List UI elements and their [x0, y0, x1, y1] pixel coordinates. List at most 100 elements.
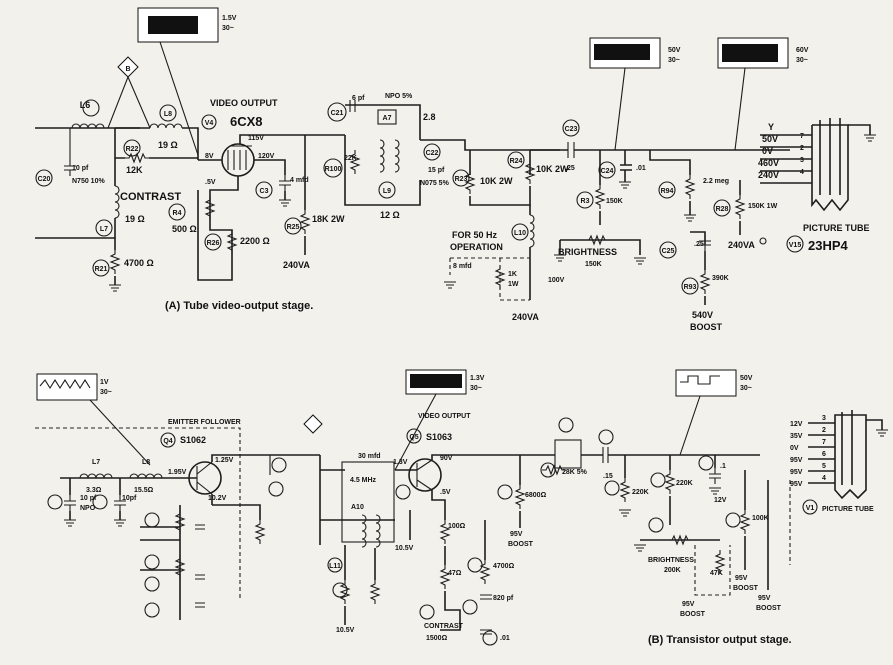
value-r23: 10K 2W [480, 176, 513, 186]
v95-boost-d: 95V [758, 595, 771, 602]
label-r4: R4 [173, 210, 182, 217]
label-r22: R22 [126, 146, 139, 153]
coil-l9-b [394, 139, 400, 173]
label-q5: Q5 [409, 434, 418, 441]
label-q4: Q4 [163, 438, 172, 445]
label-r25: R25 [287, 224, 300, 231]
label-l9: L9 [383, 188, 391, 195]
label-l8-bottom: L8 [142, 459, 150, 466]
svg-text:B: B [125, 66, 130, 73]
adjustable-a10 [341, 461, 395, 543]
label-r24: R24 [510, 158, 523, 165]
boost-b: BOOST [680, 611, 706, 618]
osc-top-2-volts: 50V [668, 47, 681, 54]
v5-label: .5V [205, 179, 216, 186]
v240b-label: 240VA [512, 312, 539, 322]
osc-top-1-freq: 30~ [222, 25, 234, 32]
value-r24: 10K 2W [536, 164, 569, 174]
label-a7: A7 [383, 115, 392, 122]
inductor-l10 [529, 214, 535, 248]
v95-boost-a: 95V [510, 531, 523, 538]
value-r47: 100K [752, 515, 769, 522]
picture-tube-top-pins: Y 50V 0V 460V 240V 7 2 3 4 [758, 122, 812, 184]
v105-bottom-a: 10.5V [336, 627, 355, 634]
value-c21: 6 pf [352, 95, 365, 102]
label-l10: L10 [514, 230, 526, 237]
oscillogram-bottom-1 [36, 373, 98, 401]
inductor-box-l11 [554, 439, 582, 469]
value-c3: 4 mfd [290, 177, 309, 184]
value-l9b: 2.8 [423, 112, 436, 122]
value-l8-bottom: 15.5Ω [134, 487, 154, 494]
picture-tube-bottom [834, 414, 867, 500]
label-c3: C3 [260, 188, 269, 195]
tube-v4 [221, 143, 255, 177]
value-c20b: N750 10% [72, 178, 105, 185]
label-brightness-top: BRIGHTNESS [558, 247, 617, 257]
picture-tube-top [811, 124, 849, 212]
svg-text:35V: 35V [790, 433, 803, 440]
svg-text:7: 7 [800, 133, 804, 140]
label-l7-bottom: L7 [92, 459, 100, 466]
svg-text:95V: 95V [790, 457, 803, 464]
label-l7: L7 [100, 226, 108, 233]
value-c51: .15 [603, 473, 613, 480]
v540-label: 540V [692, 310, 713, 320]
value-npo: NPO [80, 505, 96, 512]
value-r40: 47Ω [448, 570, 462, 577]
label-v1: V1 [806, 505, 815, 512]
q4-v125: 1.25V [215, 457, 234, 464]
q5-v13: 1.3V [393, 459, 408, 466]
tube-video-output-circuit: L6 C20 10 pf N750 10% L8 19 Ω R22 12K L7… [35, 7, 877, 332]
resistor-r100 [350, 149, 360, 175]
test-point-b-bottom [303, 414, 323, 434]
label-l8: L8 [164, 111, 172, 118]
caption-a: (A) Tube video-output stage. [165, 300, 313, 312]
value-r25: 18K 2W [312, 214, 345, 224]
value-r44: 28K 5% [562, 469, 588, 476]
resistor-r21 [110, 249, 120, 275]
value-1k: 1K [508, 271, 517, 278]
inductor-l8 [149, 123, 183, 129]
value-c20: 10 pf [72, 165, 89, 172]
value-r3b: 150K [585, 261, 602, 268]
value-r41: 4700Ω [493, 563, 515, 570]
svg-text:0V: 0V [790, 445, 799, 452]
pt-top-pin-50v: 50V [762, 134, 778, 144]
value-r46: 220K [676, 480, 693, 487]
value-c23: .25 [565, 165, 575, 172]
svg-text:95V: 95V [790, 469, 803, 476]
value-brightness-r: 200K [664, 567, 681, 574]
svg-text:95V: 95V [790, 481, 803, 488]
label-l6: L6 [80, 100, 91, 110]
label-r21: R21 [95, 266, 108, 273]
boost-label-top: BOOST [690, 322, 723, 332]
value-1w: 1W [508, 281, 519, 288]
label-video-output-top: VIDEO OUTPUT [210, 98, 278, 108]
label-c20: C20 [38, 176, 51, 183]
label-23hp4: 23HP4 [808, 238, 849, 253]
q5-v90: 90V [440, 455, 453, 462]
value-l7: 19 Ω [125, 214, 145, 224]
v100-label: 100V [548, 277, 565, 284]
label-r26: R26 [207, 240, 220, 247]
label-r28: R28 [716, 206, 729, 213]
boost-d: BOOST [756, 605, 782, 612]
v115-label: 115V [248, 135, 264, 142]
svg-text:2: 2 [822, 427, 826, 434]
label-s1062: S1062 [180, 435, 206, 445]
label-contrast-top: CONTRAST [120, 191, 181, 203]
svg-text:3: 3 [822, 415, 826, 422]
svg-text:4: 4 [800, 169, 804, 176]
q4-v195: 1.95V [168, 469, 187, 476]
caption-b: (B) Transistor output stage. [648, 634, 792, 646]
label-video-output-bottom: VIDEO OUTPUT [418, 413, 471, 420]
label-a10: A10 [351, 504, 364, 511]
osc-bottom-3-freq: 30~ [740, 385, 752, 392]
value-l9: 12 Ω [380, 210, 400, 220]
value-r21: 4700 Ω [124, 258, 154, 268]
value-c57: .01 [500, 635, 510, 642]
label-l11: L11 [329, 563, 341, 570]
